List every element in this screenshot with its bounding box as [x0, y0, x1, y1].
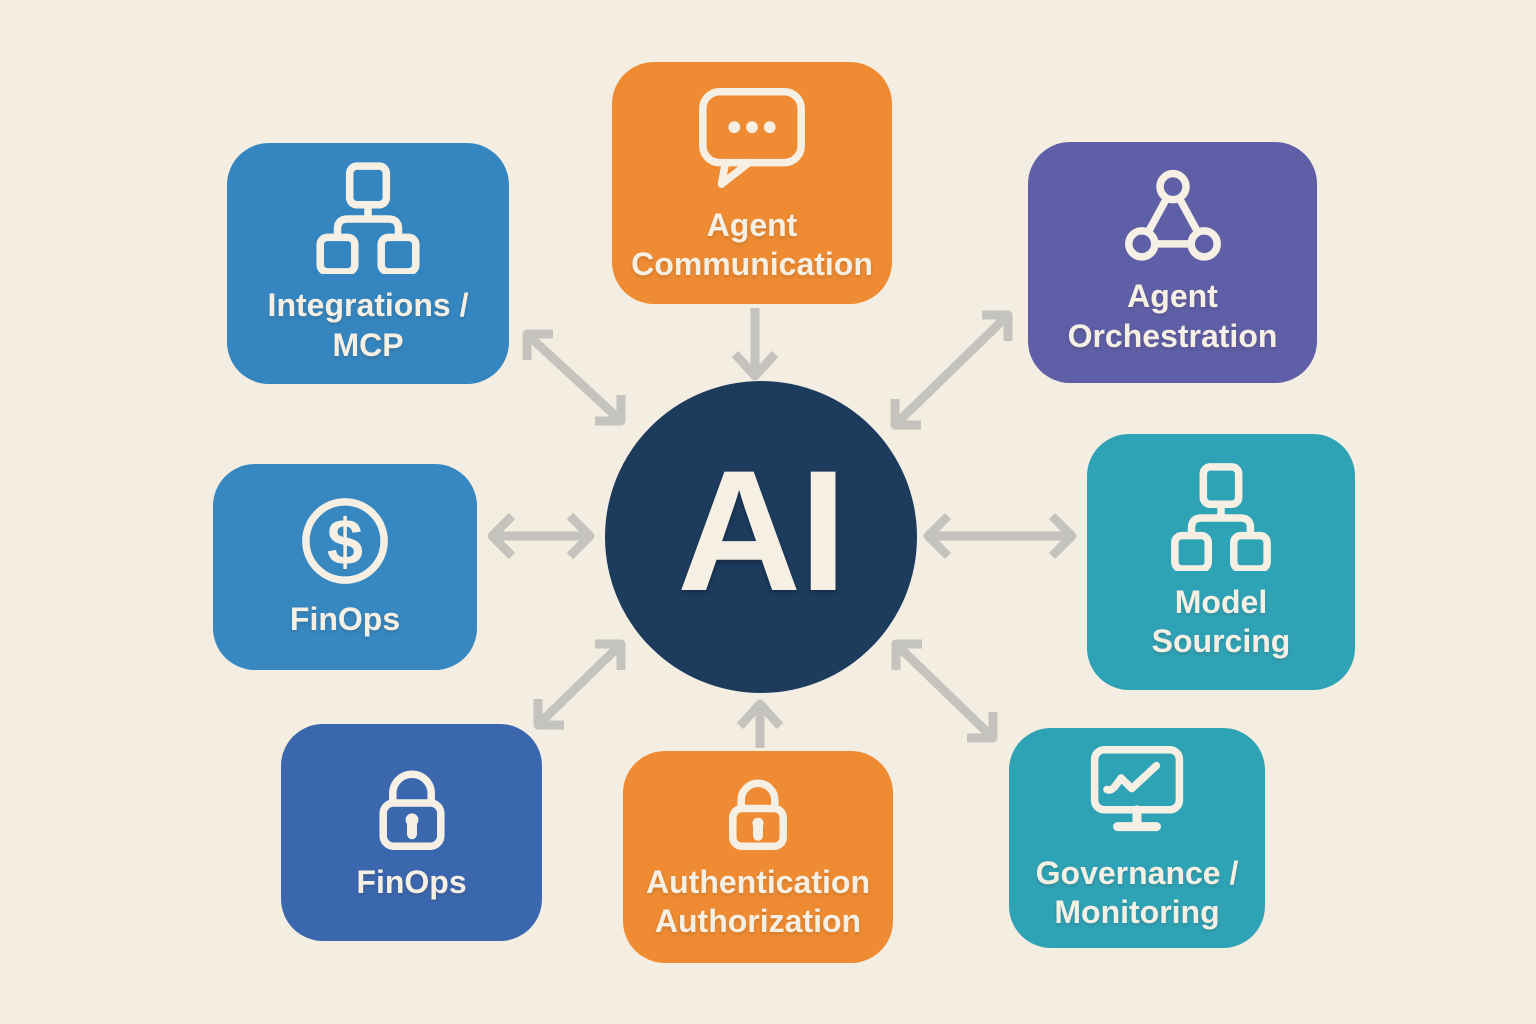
node-governance-monitoring: Governance / Monitoring — [1009, 728, 1265, 948]
chat-bubble-icon — [693, 82, 811, 194]
sitemap-icon — [307, 162, 429, 274]
arrow-left — [487, 512, 595, 560]
center-ai-circle: AI — [605, 381, 917, 693]
arrow-top-left — [522, 329, 626, 426]
monitor-chart-icon — [1084, 744, 1190, 842]
node-label: FinOps — [289, 601, 401, 638]
svg-text:$: $ — [327, 506, 363, 578]
arrow-bottom-left — [533, 639, 626, 730]
sitemap-icon — [1162, 463, 1280, 571]
node-label: Integrations / MCP — [267, 287, 469, 363]
center-ai-label: AI — [677, 435, 847, 627]
arrow-top-center — [731, 308, 779, 381]
node-label: Agent Orchestration — [1067, 278, 1278, 354]
node-label: Model Sourcing — [1151, 583, 1291, 659]
node-label: Authentication Authorization — [646, 863, 870, 939]
node-integrations-mcp: Integrations / MCP — [227, 143, 509, 384]
node-label: Agent Communication — [631, 206, 873, 282]
node-agent-communication: Agent Communication — [612, 62, 892, 304]
lock-icon — [364, 763, 460, 851]
dollar-circle-icon: $ — [294, 494, 396, 588]
node-label: Governance / Monitoring — [1035, 854, 1239, 930]
node-finops-security: FinOps — [281, 724, 542, 941]
node-label: FinOps — [356, 863, 467, 900]
arrow-top-right — [890, 310, 1013, 430]
lock-icon — [716, 773, 800, 851]
arrow-right — [923, 512, 1077, 560]
node-model-sourcing: Model Sourcing — [1087, 434, 1355, 690]
node-authentication-authorization: Authentication Authorization — [623, 751, 893, 963]
node-finops: $ FinOps — [213, 464, 477, 670]
network-triangle-icon — [1121, 169, 1225, 265]
arrow-bottom-right — [891, 639, 998, 743]
node-agent-orchestration: Agent Orchestration — [1028, 142, 1317, 383]
arrow-bottom-center — [736, 699, 784, 748]
